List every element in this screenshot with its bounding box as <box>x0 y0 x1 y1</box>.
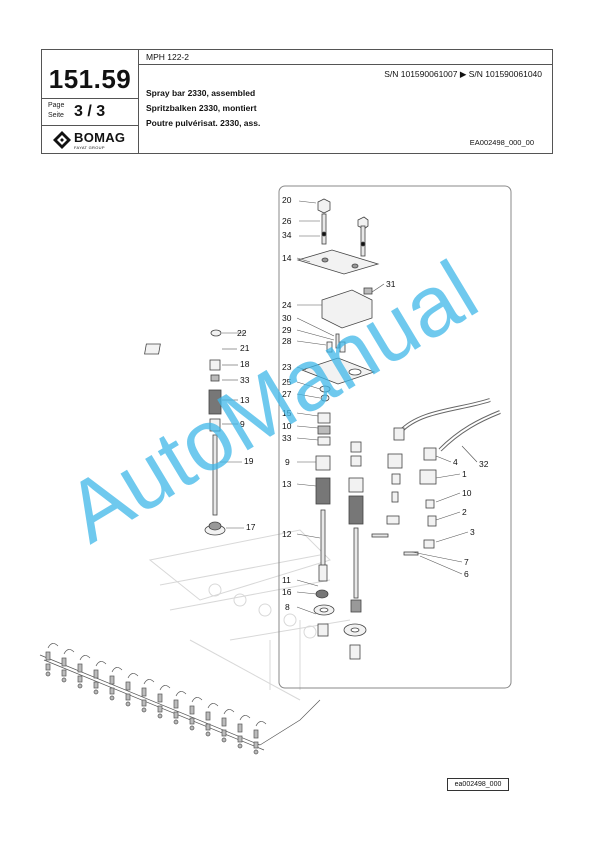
title-en: Spray bar 2330, assembled <box>146 88 256 98</box>
seite-label: Seite <box>48 112 64 119</box>
callout-label: 33 <box>282 433 292 443</box>
header-divider <box>42 98 138 99</box>
callout-numbers: 22 21 18 33 13 9 19 17 20 26 34 14 24 30… <box>237 195 489 612</box>
title-de: Spritzbalken 2330, montiert <box>146 103 257 113</box>
header-divider <box>138 64 552 65</box>
watermark: AutoManual <box>50 243 493 562</box>
callout-label: 1 <box>462 469 467 479</box>
callout-label: 23 <box>282 362 292 372</box>
callout-label: 24 <box>282 300 292 310</box>
background-frame <box>148 529 351 701</box>
bomag-diamond-icon <box>53 131 71 149</box>
left-assembly <box>144 329 226 536</box>
callout-label: 34 <box>282 230 292 240</box>
page-number: 151.59 <box>48 64 132 94</box>
callout-label: 31 <box>386 279 396 289</box>
center-assembly <box>296 198 380 660</box>
callout-label: 19 <box>244 456 254 466</box>
logo-text: BOMAG <box>74 130 126 145</box>
right-assembly <box>371 398 501 556</box>
callout-label: 14 <box>282 253 292 263</box>
spray-bar <box>39 643 321 755</box>
callout-label: 9 <box>240 419 245 429</box>
callout-label: 9 <box>285 457 290 467</box>
model-name: MPH 122-2 <box>146 52 189 62</box>
callout-label: 20 <box>282 195 292 205</box>
serial-range: S/N 101590061007 ▶ S/N 101590061040 <box>384 69 542 79</box>
callout-label: 26 <box>282 216 292 226</box>
callout-label: 15 <box>282 408 292 418</box>
callout-label: 18 <box>240 359 250 369</box>
bomag-logo: BOMAG FAYAT GROUP <box>52 130 132 152</box>
callout-label: 10 <box>282 421 292 431</box>
callout-label: 13 <box>282 479 292 489</box>
footer-code: ea002498_000 <box>447 778 509 791</box>
leader-lines <box>220 200 478 615</box>
callout-label: 27 <box>282 389 292 399</box>
callout-label: 29 <box>282 325 292 335</box>
page-label: Page <box>48 102 65 109</box>
drawing-code: EA002498_000_00 <box>469 138 534 147</box>
callout-label: 12 <box>282 529 292 539</box>
callout-label: 2 <box>462 507 467 517</box>
callout-label: 3 <box>470 527 475 537</box>
callout-label: 25 <box>282 377 292 387</box>
header-box: 151.59 Page Seite 3 / 3 BOMAG FAYAT GROU… <box>41 49 553 154</box>
callout-label: 28 <box>282 336 292 346</box>
callout-label: 4 <box>453 457 458 467</box>
callout-label: 8 <box>285 602 290 612</box>
detail-frame <box>278 185 512 689</box>
callout-label: 11 <box>282 575 291 585</box>
page-of: 3 / 3 <box>74 103 106 120</box>
callout-label: 21 <box>240 343 250 353</box>
title-fr: Poutre pulvérisat. 2330, ass. <box>146 118 261 128</box>
callout-label: 16 <box>282 587 292 597</box>
callout-label: 6 <box>464 569 469 579</box>
callout-label: 10 <box>462 488 472 498</box>
callout-label: 30 <box>282 313 292 323</box>
callout-label: 13 <box>240 395 250 405</box>
callout-label: 7 <box>464 557 469 567</box>
callout-label: 17 <box>246 522 256 532</box>
logo-subtext: FAYAT GROUP <box>74 145 105 150</box>
callout-label: 32 <box>479 459 489 469</box>
callout-label: 22 <box>237 328 247 338</box>
header-divider <box>138 50 139 153</box>
header-divider <box>42 125 138 126</box>
callout-label: 33 <box>240 375 250 385</box>
